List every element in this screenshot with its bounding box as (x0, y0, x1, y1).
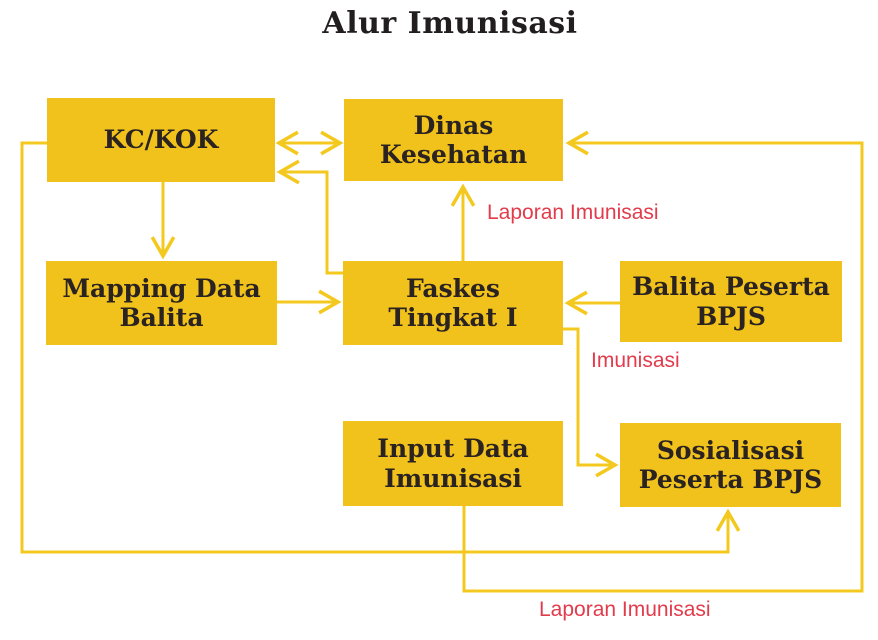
diagram-title: Alur Imunisasi (322, 6, 578, 41)
edge-faskes--kc-kok (276, 159, 344, 275)
label-laporan-imunisasi-top: Laporan Imunisasi (487, 201, 659, 224)
label-laporan-imunisasi-bottom: Laporan Imunisasi (539, 598, 711, 621)
edge-input-data--dinas-kesehatan (462, 130, 864, 593)
edge-kc-kok--sosialisasi-bpjs (20, 141, 741, 554)
label-imunisasi: Imunisasi (591, 349, 680, 372)
node-kc-kok: KC/KOK (47, 98, 275, 182)
node-label: KC/KOK (103, 125, 219, 155)
edge-group (20, 130, 864, 593)
edge-faskes--sosialisasi-bpjs (563, 327, 619, 478)
